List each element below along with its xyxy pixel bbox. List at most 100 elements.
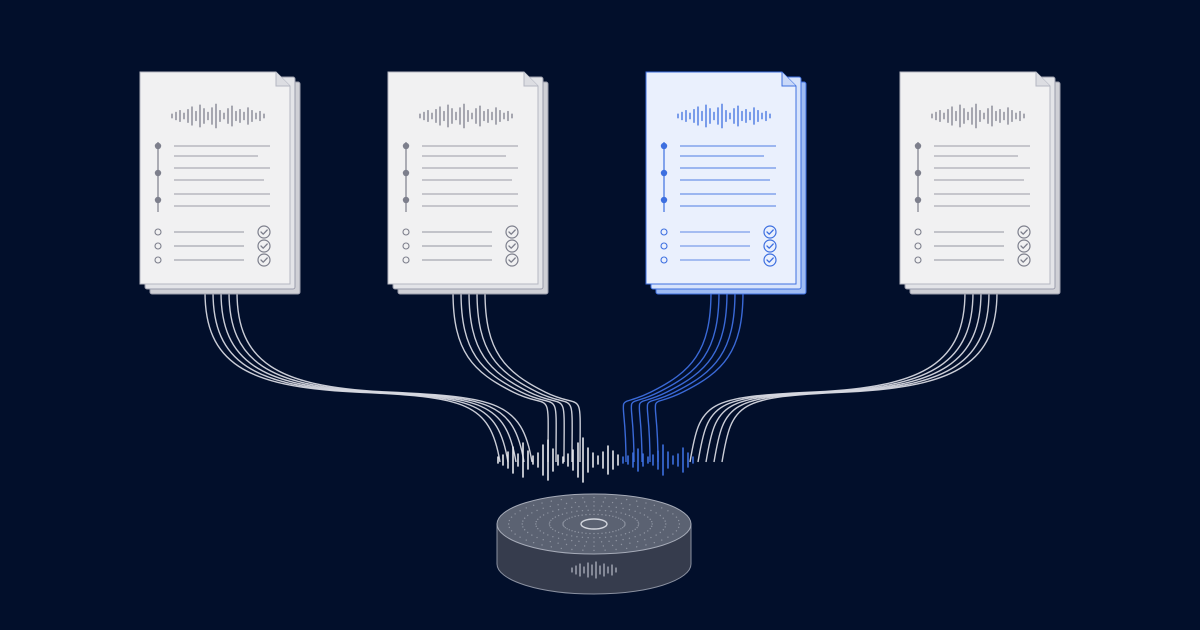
grille-dot [672, 513, 674, 515]
grille-dot [667, 510, 669, 512]
timeline [402, 142, 518, 212]
grille-dot [562, 522, 564, 524]
grille-dot [552, 528, 554, 530]
check-circle-icon [257, 253, 271, 267]
grille-dot [531, 512, 533, 514]
device-button [580, 518, 608, 530]
grille-dot [645, 544, 647, 546]
wire [228, 291, 525, 463]
grille-dot [564, 507, 566, 510]
grille-dot [593, 496, 595, 499]
grille-dot [602, 501, 605, 503]
checklist [402, 225, 519, 267]
grille-dot [677, 519, 680, 522]
grille-dot [581, 536, 584, 539]
bullet-circle [154, 256, 162, 264]
grille-dot [557, 509, 560, 511]
grille-dot [650, 536, 652, 539]
grille-dot [561, 513, 564, 515]
grille-dot [566, 528, 568, 530]
grille-dot [662, 517, 665, 519]
grille-dot [664, 526, 666, 528]
grille-dot [649, 527, 651, 530]
grille-dot [612, 515, 614, 518]
bullet-circle [154, 242, 162, 250]
grille-dot [510, 516, 513, 518]
document-front-page [387, 71, 539, 285]
grille-dot [539, 530, 541, 532]
grille-dot [599, 509, 601, 512]
grille-dot [552, 518, 554, 520]
grille-dot [600, 505, 603, 507]
audio-waveform-icon [931, 103, 1025, 129]
grille-dot [620, 543, 623, 546]
grille-dot [570, 511, 573, 513]
grille-dot [554, 530, 557, 532]
wire [452, 291, 549, 463]
grille-dot [574, 530, 576, 533]
wire [622, 291, 712, 463]
document-front-page [139, 71, 291, 285]
grille-dot [615, 506, 617, 509]
grille-dot [643, 514, 646, 516]
grille-dot [593, 549, 595, 552]
wire [204, 291, 501, 463]
wire [638, 291, 728, 463]
grille-dot [593, 509, 595, 511]
grille-dot [647, 530, 649, 532]
grille-dot [564, 538, 566, 541]
grille-dot [604, 536, 607, 539]
grille-dot [525, 539, 527, 541]
grille-dot [563, 520, 565, 523]
check-circle-icon [763, 253, 777, 267]
grille-dot [624, 513, 627, 515]
grille-dot [628, 514, 631, 517]
grille-dot [615, 511, 618, 513]
grille-dot [625, 547, 628, 550]
timeline-dot [660, 142, 668, 150]
grille-dot [542, 514, 545, 516]
connection-wires [204, 291, 998, 463]
grille-dot [597, 513, 599, 516]
grille-dot [574, 515, 576, 518]
speaker-grille [507, 496, 681, 552]
grille-dot [508, 526, 511, 529]
grille-dot [634, 528, 636, 530]
grille-dot [542, 538, 544, 541]
grille-dot [507, 523, 510, 525]
grille-dot [576, 510, 578, 512]
grille-dot [564, 526, 567, 529]
grille-dot [514, 513, 516, 515]
grille-dot [615, 535, 618, 537]
grille-dot [557, 514, 560, 517]
wire [476, 291, 573, 463]
folded-corner [275, 72, 290, 87]
grille-dot [608, 505, 610, 508]
grille-dot [536, 536, 538, 539]
grille-dot [526, 531, 529, 534]
grille-dot [557, 542, 559, 544]
grille-dot [541, 544, 543, 546]
grille-dot [634, 518, 636, 520]
grille-dot [661, 539, 663, 541]
grille-dot [615, 548, 617, 551]
wire [654, 291, 744, 463]
grille-dot [643, 532, 646, 534]
grille-dot [605, 532, 607, 534]
grille-dot [582, 497, 584, 499]
bullet-circle [914, 256, 922, 264]
grille-dot [557, 531, 560, 534]
grille-dot [665, 523, 667, 525]
folded-corner [1035, 72, 1050, 87]
grille-dot [662, 529, 665, 531]
grille-dot [566, 518, 568, 520]
grille-dot [651, 525, 653, 528]
grille-dot [639, 512, 641, 514]
checklist [660, 225, 777, 267]
grille-dot [565, 502, 568, 505]
grille-dot [550, 546, 553, 548]
folded-corner [781, 72, 796, 87]
grille-dot [615, 516, 617, 518]
grille-dot [552, 510, 554, 512]
